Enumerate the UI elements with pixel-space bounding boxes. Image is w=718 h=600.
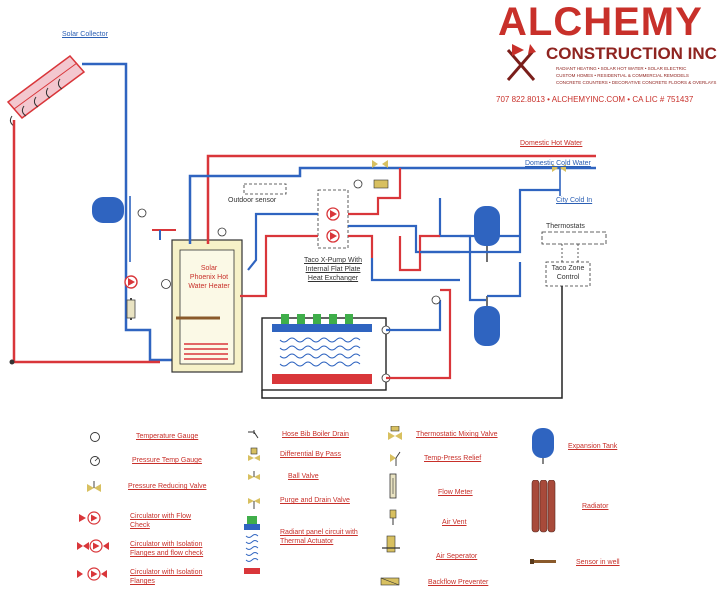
control-wiring	[261, 286, 563, 399]
solar-expansion-tank	[92, 197, 147, 223]
manifold-piping	[370, 234, 486, 380]
temp-press-relief-icon	[390, 451, 401, 466]
outdoor-sensor-box	[243, 183, 287, 195]
radiator-icon	[531, 480, 556, 533]
legend-label: Temp-Press Relief	[424, 455, 482, 462]
circulator-isolation-flow-check-icon	[77, 539, 109, 553]
collector-pump-station	[9, 275, 138, 365]
legend-label: Temperature Gauge	[136, 433, 199, 440]
legend-label: Differential By Pass	[280, 451, 341, 458]
zone-control-box	[545, 261, 591, 287]
temperature-gauge-icon	[90, 432, 100, 442]
city-cold-valves	[372, 160, 566, 172]
brand-services-1: RADIANT HEATING • SOLAR HOT WATER • SOLA…	[556, 66, 687, 71]
thermostatic-mixing-valve-icon	[388, 426, 402, 440]
solar-collector-panel	[6, 54, 86, 127]
legend-label: Hose Bib Boiler Drain	[282, 431, 349, 438]
pressure-reducing-valve-icon	[87, 481, 101, 492]
label-solar-phoenix: Solar Phoenix Hot Water Heater	[188, 265, 230, 290]
legend-label: Thermostatic Mixing Valve	[416, 431, 498, 438]
hammer-shovel-icon	[506, 44, 536, 81]
label-outdoor-sensor: Outdoor sensor	[228, 197, 277, 204]
label-taco-zone-control: Taco Zone Control	[551, 265, 585, 281]
legend-label: Air Seperator	[436, 553, 478, 560]
differential-bypass-icon	[248, 447, 260, 461]
ball-valve-icon	[248, 471, 260, 480]
legend-label: Pressure Reducing Valve	[128, 483, 207, 490]
legend-label: Sensor in well	[576, 559, 620, 566]
legend-label: Backflow Preventer	[428, 579, 489, 586]
flow-meter-icon	[389, 473, 397, 499]
expansion-tank-icon	[532, 428, 554, 464]
zone-expansion-tanks	[431, 206, 500, 346]
thermostat-panel	[541, 231, 607, 262]
hose-bib-boiler-drain-icon	[248, 430, 259, 439]
circulator-isolation-icon	[77, 567, 107, 581]
air-vent-icon	[389, 509, 397, 525]
brand-services-3: CONCRETE COUNTERS • DECORATIVE CONCRETE …	[556, 80, 717, 85]
zone-piping	[398, 188, 560, 298]
label-thermostats: Thermostats	[546, 223, 585, 230]
brand-services-2: CUSTOM HOMES • RESIDENTIAL & COMMERCIAL …	[556, 73, 689, 78]
brand-logo	[504, 42, 538, 84]
label-taco-xpump: Taco X-Pump With Internal Flat Plate Hea…	[304, 257, 362, 282]
label-domestic-cold-water: Domestic Cold Water	[525, 160, 591, 167]
legend-label: Pressure Temp Gauge	[132, 457, 202, 464]
legend-label: Circulator with Isolation Flanges and fl…	[130, 541, 204, 557]
x-pump-block	[317, 179, 389, 249]
backflow-preventer-icon	[380, 577, 400, 586]
legend-label: Air Vent	[442, 519, 467, 526]
label-solar-collector: Solar Collector	[62, 31, 108, 38]
legend-label: Circulator with Isolation Flanges	[130, 569, 203, 585]
label-city-cold-in: City Cold In	[556, 197, 593, 204]
pressure-temp-gauge-icon	[90, 456, 100, 466]
legend-label: Expansion Tank	[568, 443, 618, 450]
brand-subtitle: CONSTRUCTION INC.	[546, 44, 718, 63]
label-domestic-hot-water: Domestic Hot Water	[520, 140, 583, 147]
radiant-manifold	[261, 314, 391, 391]
legend-label: Circulator with Flow Check	[130, 513, 192, 529]
legend-label: Radiator	[582, 503, 609, 510]
legend-label: Ball Valve	[288, 473, 319, 480]
legend-label: Purge and Drain Valve	[280, 497, 350, 504]
brand-contact: 707 822.8013 • ALCHEMYINC.COM • CA LIC #…	[496, 95, 694, 104]
purge-drain-valve-icon	[248, 498, 260, 509]
solar-phoenix-tank	[161, 227, 243, 373]
domestic-trunk-piping	[152, 154, 596, 244]
sensor-in-well-icon	[530, 559, 556, 564]
air-separator-icon	[382, 535, 400, 553]
legend-label: Radiant panel circuit with Thermal Actua…	[280, 529, 358, 545]
brand-title: ALCHEMY	[498, 0, 703, 44]
legend: Temperature Gauge Pressure Temp Gauge Pr…	[0, 420, 718, 600]
radiant-panel-circuit-icon	[244, 516, 260, 574]
circulator-flow-check-icon	[79, 511, 101, 525]
legend-label: Flow Meter	[438, 489, 473, 496]
